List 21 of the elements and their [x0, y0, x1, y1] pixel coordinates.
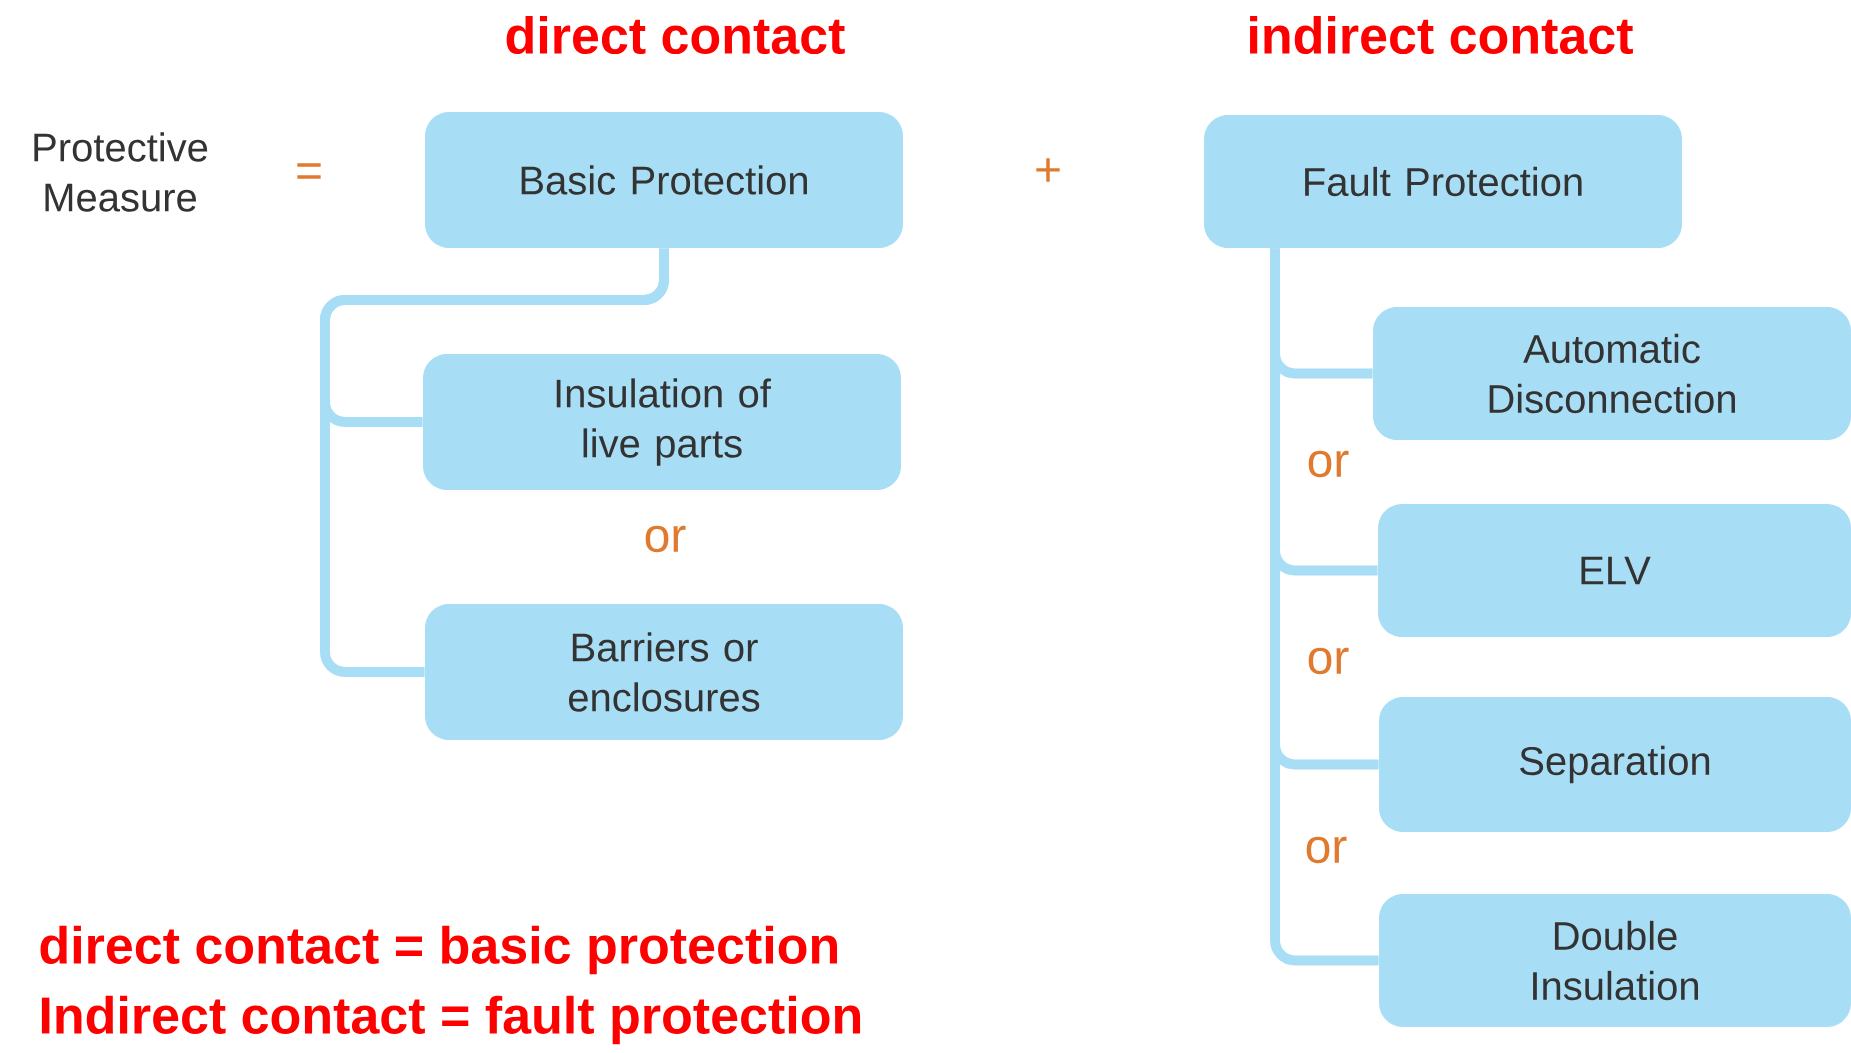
or-label: or	[645, 525, 686, 553]
process-box: Fault Protection	[1204, 115, 1682, 248]
process-box: ELV	[1378, 504, 1851, 637]
process-box: Double Insulation	[1379, 894, 1851, 1027]
or-label: or	[1308, 450, 1349, 478]
process-box: Separation	[1379, 697, 1851, 832]
or-label: or	[1308, 647, 1349, 675]
plus-sign: +	[1036, 158, 1060, 182]
note: direct contact = basic protection	[40, 925, 837, 975]
connector-line	[1270, 248, 1379, 966]
heading: direct contact	[506, 15, 845, 55]
process-box: Basic Protection	[425, 112, 903, 248]
equals-sign: =	[297, 163, 321, 179]
process-box: Insulation of live parts	[423, 354, 901, 490]
process-box: Automatic Disconnection	[1373, 307, 1851, 440]
heading: indirect contact	[1250, 15, 1633, 55]
or-label: or	[1306, 836, 1347, 864]
process-box: Barriers or enclosures	[425, 604, 903, 740]
connector-line	[320, 248, 669, 677]
note: Indirect contact = fault protection	[41, 995, 861, 1045]
label-text: Protective Measure	[34, 132, 208, 212]
